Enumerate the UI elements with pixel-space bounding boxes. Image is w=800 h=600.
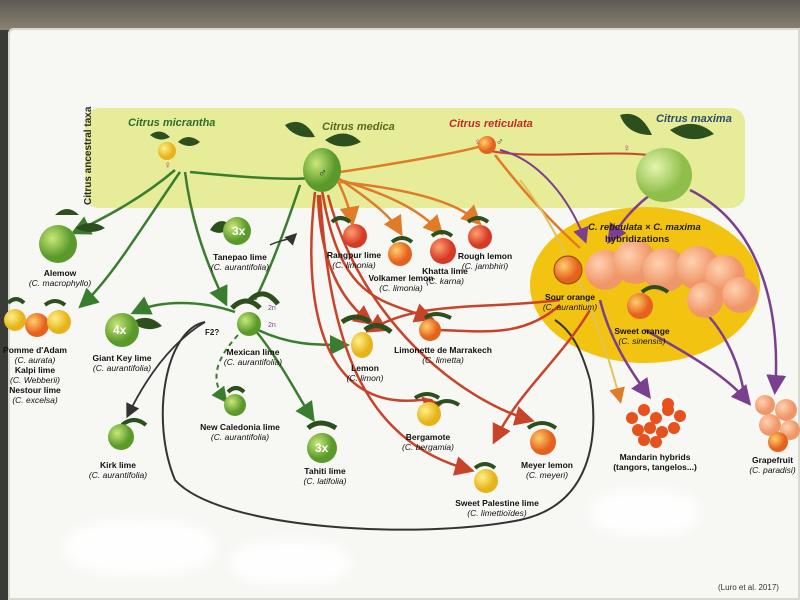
hybrid-slices [585, 240, 758, 318]
tahiti-lime-fruit [306, 420, 338, 463]
female-symbol: ♀ [474, 137, 482, 148]
label-pomme-dadam: Pomme d'Adam(C. aurata)Kalpi lime(C. Web… [3, 345, 67, 405]
hybrid-zone-title-1: C. reticulata × C. maxima [588, 222, 701, 233]
label-rough-lemon: Rough lemon(C. jambhiri) [457, 251, 513, 271]
label-grapefruit: Grapefruit(C. paradisi) [749, 455, 796, 475]
ploidy-3x-mark: 3x [232, 224, 246, 238]
label-limonette: Limonette de Marrakech(C. limetta) [394, 345, 492, 365]
kirk-lime-fruit [108, 418, 148, 450]
ploidy-2n-mark: 2n [268, 322, 276, 329]
mandarin-hybrids-fruit [626, 398, 686, 448]
maxima-title: Citrus maxima [656, 113, 732, 125]
ploidy-3x-mark: 3x [315, 441, 329, 455]
ancestral-taxa-label: Citrus ancestral taxa [83, 106, 94, 205]
sweet-palestine-lime-fruit [473, 462, 498, 493]
pomme-dadam-fruit [4, 297, 71, 337]
label-giant-key-lime: Giant Key lime(C. aurantifolia) [92, 353, 152, 373]
citrus-medica-fruit [285, 121, 361, 192]
reticulata-title: Citrus reticulata [449, 118, 533, 130]
male-symbol: ♂ [318, 166, 327, 180]
label-sweet-orange: Sweet orange(C. sinensis) [614, 326, 670, 346]
ploidy-2n-mark: 2n [268, 305, 276, 312]
meyer-lemon-fruit [526, 421, 558, 455]
label-tanepao: Tanepao lime(C. aurantifolia) [210, 252, 270, 272]
glare [230, 540, 350, 585]
hybridization-oval [530, 207, 760, 363]
label-meyer-lemon: Meyer lemon(C. meyeri) [521, 460, 573, 480]
rangpur-lime-fruit [330, 216, 367, 248]
label-sour-orange: Sour orange(C. aurantium) [542, 292, 598, 312]
female-symbol: ♀ [164, 160, 172, 171]
grapefruit-fruit [755, 395, 800, 452]
label-tahiti-lime: Tahiti lime(C. latifolia) [303, 466, 347, 486]
lemon-fruit [340, 314, 393, 358]
sour-orange-fruit [553, 255, 583, 285]
giant-key-lime-fruit [105, 313, 162, 347]
female-symbol: ♀ [623, 143, 631, 154]
label-sweet-palestine-lime: Sweet Palestine lime(C. limettioïdes) [455, 498, 539, 518]
label-bergamote: Bergamote(C. bergamia) [402, 432, 454, 452]
f2-mark: F2? [205, 328, 220, 337]
label-mandarin-hybrids: Mandarin hybrids (tangors, tangelos...) [613, 452, 697, 472]
background-top [0, 0, 800, 30]
alemow-fruit [39, 209, 105, 263]
glare [590, 490, 700, 535]
rough-lemon-fruit [466, 216, 492, 249]
citron-red-arrows [310, 189, 592, 476]
citrus-micrantha-fruit [150, 131, 200, 160]
label-new-caledonia-lime: New Caledonia lime(C. aurantifolia) [200, 422, 280, 442]
ploidy-4x-mark: 4x [113, 323, 127, 337]
citation: (Luro et al. 2017) [718, 583, 779, 592]
limonette-fruit [419, 312, 452, 341]
label-alemow: Alemow(C. macrophyllo) [28, 268, 92, 288]
mexican-lime-fruit [230, 291, 280, 336]
label-kirk-lime: Kirk lime(C. aurantifolia) [88, 460, 148, 480]
citrus-maxima-fruit [620, 113, 714, 202]
micrantha-title: Citrus micrantha [128, 117, 216, 129]
medica-title: Citrus medica [322, 121, 395, 133]
tanepao-lime-fruit [210, 217, 251, 245]
new-caledonia-lime-fruit [224, 386, 246, 416]
khatta-lime-fruit [430, 230, 456, 264]
label-volkamer-lemon: Volkamer lemon(C. limonia) [368, 273, 434, 293]
volkamer-lemon-fruit [388, 236, 414, 266]
glare [65, 520, 215, 575]
sweet-orange-fruit [627, 285, 670, 319]
citrus-reticulata-fruit [478, 136, 496, 154]
label-khatta-lime: Khatta lime(C. karna) [422, 266, 468, 286]
ancestral-taxa-band [85, 108, 745, 208]
label-mexican-lime: Mexican lime(C. aurantifolia) [223, 347, 283, 367]
label-rangpur-lime: Rangpur lime(C. limonia) [326, 250, 382, 270]
hybrid-zone-title-2: hybridizations [605, 234, 670, 245]
male-symbol: ♂ [496, 137, 504, 148]
bergamote-fruit [413, 392, 461, 426]
label-lemon: Lemon(C. limon) [346, 363, 384, 383]
